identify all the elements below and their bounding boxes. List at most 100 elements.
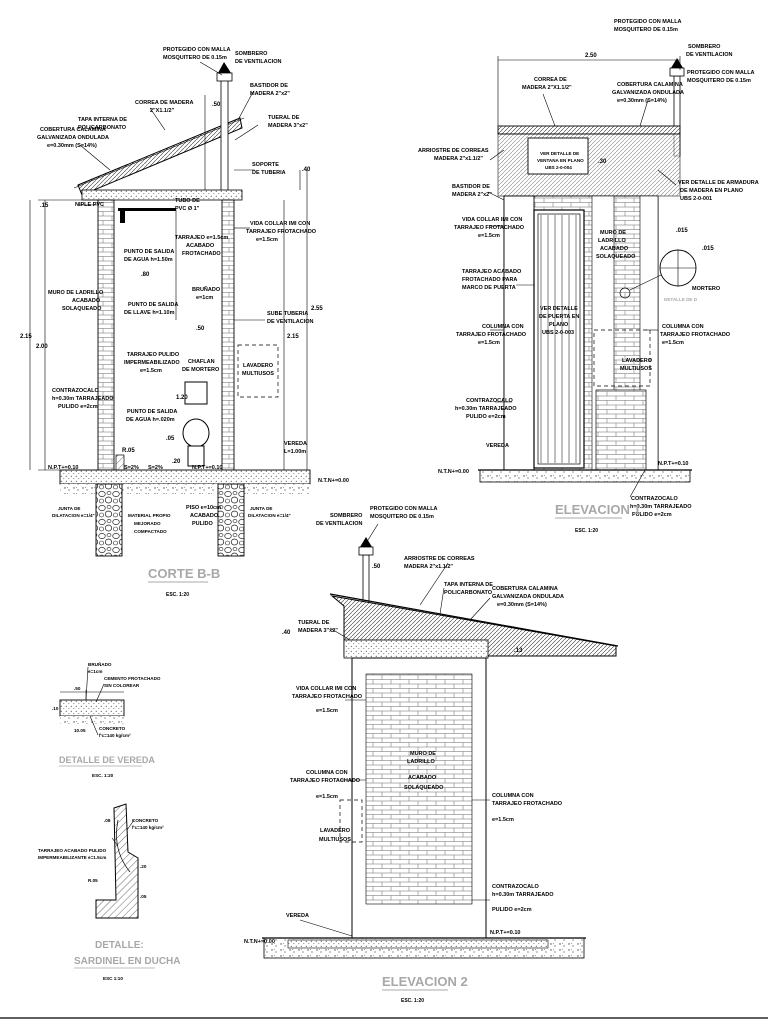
corte-title: CORTE B-B [148, 566, 220, 581]
corte-dim: .50 [212, 102, 221, 108]
elev1-label: PULIDO e=2cm [466, 414, 506, 420]
elev2-label: ARRIOSTRE DE CORREAS [404, 556, 475, 562]
corte-label: TUERAL DE [268, 115, 300, 121]
elev1-label: MADERA 2"x1.1/2" [434, 156, 483, 162]
corte-label: COBERTURA CALAMINA [40, 127, 106, 133]
elev1-label: N.T.N+=0.00 [438, 469, 469, 475]
elev1-label: MOSQUITERO DE 0.15m [614, 27, 678, 33]
corte-dim: .40 [302, 167, 311, 173]
elev1-label: MADERA 2"x2" [452, 192, 492, 198]
corte-label: N.P.T+=0.10 [48, 465, 78, 471]
corte-foundation-right [217, 483, 245, 557]
corte-label: N.T.N+=0.00 [318, 478, 349, 484]
corte-label: COMPACTADO [134, 529, 167, 534]
elev1-label: e=1.5cm [478, 233, 500, 239]
vereda-title: DETALLE DE VEREDA [59, 755, 155, 765]
elev2-label: TARRAJEO FROTACHADO [492, 801, 563, 807]
elev1-label: CORREA DE [534, 77, 567, 83]
elev1-label: 2.50 [585, 53, 597, 59]
corte-label: JUNTA DE [250, 506, 272, 511]
sardinel-curb [95, 803, 139, 919]
elev1-label: UBS 2-0-003 [542, 330, 574, 336]
corte-label: MADERA 2"x2" [250, 91, 290, 97]
corte-label: CHAFLAN [188, 359, 215, 365]
elev2-label: e=1.5cm [316, 794, 338, 800]
corte-label: PUNTO DE SALIDA [127, 409, 177, 415]
elev1-label: MOSQUITERO DE 0.15m [687, 78, 751, 84]
corte-label: FROTACHADO [182, 251, 221, 257]
elev1-label: h=0.30m TARRAJEADO [630, 504, 692, 510]
elev2-label: N.T.N+=0.00 [244, 939, 275, 945]
corte-dim: .05 [166, 436, 175, 442]
corte-label: ACABADO [190, 513, 219, 519]
elev1-label: MULTIUSOS [620, 366, 652, 372]
corte-label: DE MORTERO [182, 367, 220, 373]
elev1-label: MARCO DE PUERTA [462, 285, 516, 291]
corte-dim: .50 [196, 326, 205, 332]
elev2-label: TAPA INTERNA DE [444, 582, 493, 588]
corte-label: LAVADERO [243, 363, 274, 369]
elev2-label: e=1.5cm [316, 708, 338, 714]
elev2-label: LADRILLO [407, 759, 436, 765]
elev2-label: MURO DE [410, 751, 436, 757]
corte-label: BRUÑADO [192, 286, 221, 293]
corte-label: CORREA DE MADERA [135, 100, 193, 106]
elev2-label: LAVADERO [320, 828, 351, 834]
corte-label: VIDA COLLAR IMI CON [250, 221, 310, 227]
elev2-label: COBERTURA CALAMINA [492, 586, 558, 592]
corte-label: MOSQUITERO DE 0.15m [163, 55, 227, 61]
corte-foundation-left [95, 483, 123, 557]
elev2-label: MADERA 2"x1.1/2" [404, 564, 453, 570]
vereda-label: f'c=140 kg/cm² [99, 733, 131, 738]
corte-ventilation-pipe [220, 79, 229, 199]
elev2-label: .40 [282, 630, 291, 636]
elev1-label: e=0.30mm (S=14%) [617, 98, 667, 104]
elev1-label: TARRAJEO ACABADO [462, 269, 522, 275]
corte-label: SOMBRERO [235, 51, 268, 57]
corte-label: BASTIDOR DE [250, 83, 288, 89]
corte-label: MATERIAL PROPIO [128, 513, 171, 518]
elev1-label: ACABADO [600, 246, 629, 252]
elev1-label: UBS 2-0-004 [545, 165, 572, 170]
corte-label: S=2% [148, 465, 163, 471]
sardinel-label: TARRAJEO ACABADO PULIDO [38, 848, 107, 853]
sardinel-label: CONCRETO [132, 818, 159, 823]
vereda-label: e=1cm [88, 669, 102, 674]
elev1-label: ARRIOSTRE DE CORREAS [418, 148, 489, 154]
corte-label: DILATACION e=1/4" [52, 513, 95, 518]
detalle-vereda-section: BRUÑADO e=1cm CEMENTO FROTACHADO SIN COL… [52, 661, 161, 778]
elev2-title: ELEVACION 2 [382, 974, 468, 989]
corte-label: TAPA INTERNA DE [78, 117, 127, 123]
corte-label: TARRAJEO PULIDO [127, 352, 180, 358]
elev1-label: DE VENTILACION [686, 52, 732, 58]
elev1-label: LADRILLO [598, 238, 627, 244]
corte-label: e=1cm [196, 295, 213, 301]
elev1-label: VENTANA EN PLANO [537, 158, 584, 163]
corte-bb-section: PROTEGIDO CON MALLA MOSQUITERO DE 0.15m … [20, 47, 349, 598]
corte-label: NIPLE PVC [75, 202, 104, 208]
sardinel-label: .08 [104, 818, 111, 823]
vereda-scale: ESC. 1:20 [92, 773, 114, 778]
corte-label: ACABADO [72, 298, 101, 304]
elev1-label: PROTEGIDO CON MALLA [687, 70, 755, 76]
elev2-label: PULIDO e=2cm [492, 907, 532, 913]
corte-label: N.P.T+=0.10 [192, 465, 222, 471]
corte-label: PUNTO DE SALIDA [124, 249, 174, 255]
elev1-label: DE MADERA EN PLANO [680, 188, 744, 194]
elev2-label: COLUMNA CON [492, 793, 534, 799]
detalle-sardinel-section: CONCRETO f'c=140 kg/cm² TARRAJEO ACABADO… [38, 803, 181, 981]
elev1-label: e=1.5cm [478, 340, 500, 346]
elev2-label: MULTIUSOS [319, 837, 351, 843]
corte-label: e=0.30mm (S=14%) [47, 143, 97, 149]
corte-label: TARRAJEO FROTACHADO [246, 229, 317, 235]
corte-label: VEREDA [284, 441, 307, 447]
elev1-label: SOMBRERO [688, 44, 721, 50]
elev1-label: MURO DE [600, 230, 626, 236]
elev1-label: FROTACHADO PARA [462, 277, 517, 283]
elev1-label: N.P.T+=0.10 [658, 461, 688, 467]
sardinel-scale: ESC 1:10 [103, 976, 123, 981]
elev1-label: e=1.5cm [662, 340, 684, 346]
elev1-label: MORTERO [692, 286, 721, 292]
vereda-label: CONCRETO [99, 726, 126, 731]
elev1-door [533, 209, 585, 469]
